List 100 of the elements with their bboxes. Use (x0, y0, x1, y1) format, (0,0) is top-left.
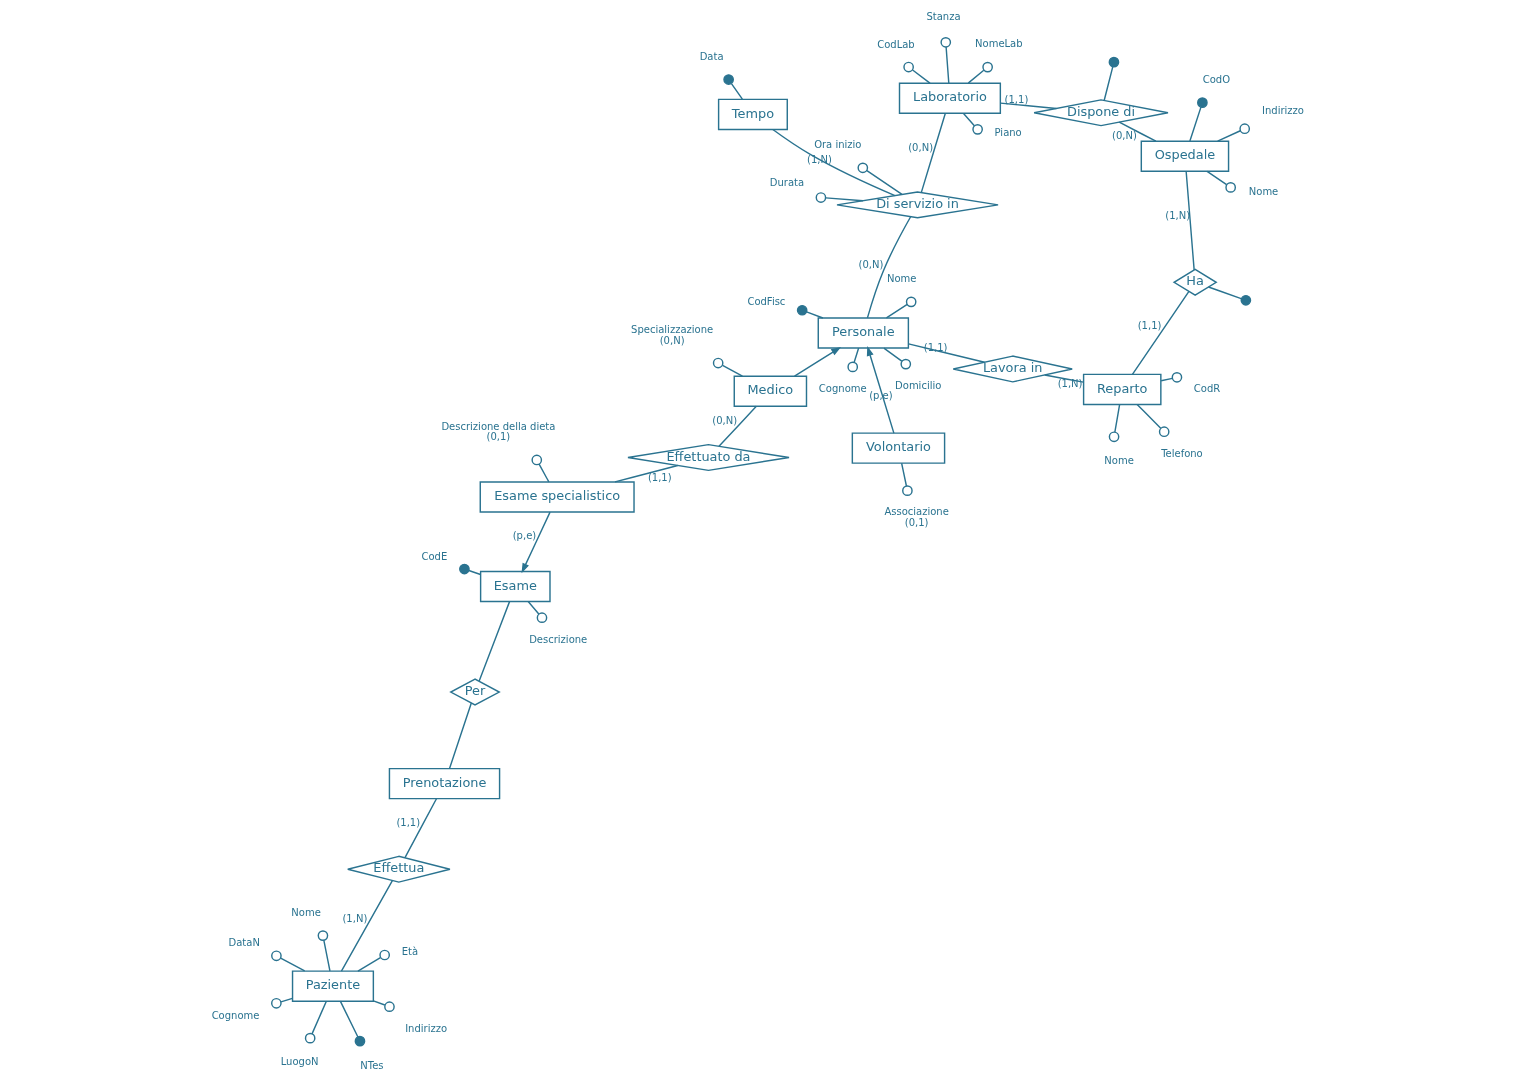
node-label: Età (401, 946, 419, 958)
connector (538, 463, 550, 483)
node-circle (304, 1032, 316, 1044)
connector (907, 343, 986, 363)
connector (962, 112, 976, 127)
connector (1189, 106, 1202, 142)
connector (1114, 403, 1121, 433)
connector (339, 1000, 359, 1038)
node-circle (271, 950, 282, 962)
node-circle (972, 124, 983, 135)
node-circle (384, 1001, 395, 1013)
node-label: Nome (886, 273, 917, 285)
connector (911, 69, 931, 84)
connector (478, 600, 511, 682)
connector (323, 939, 331, 972)
edge-label: (1,1) (396, 817, 421, 829)
connector (853, 347, 860, 363)
node-circle (712, 357, 724, 369)
node-circle (1158, 426, 1170, 438)
node-box: Prenotazione (388, 767, 501, 800)
node-dot (1240, 294, 1252, 306)
node-circle (905, 296, 917, 308)
edge-label: (1,1) (1137, 319, 1162, 331)
connector (1160, 377, 1174, 382)
edge-label: (1,N) (342, 913, 368, 925)
node-box: Reparto (1082, 373, 1162, 406)
node-label: Telefono (1161, 447, 1203, 459)
node-diamond: Di servizio in (836, 191, 999, 219)
arrow (521, 511, 551, 574)
edge-label: (1,1) (1004, 94, 1029, 106)
node-box: Medico (733, 375, 808, 407)
node-circle (815, 192, 827, 203)
node-label: Durata (769, 177, 805, 189)
node-dot (354, 1035, 366, 1047)
node-circle (536, 612, 548, 624)
connector (920, 112, 947, 194)
connector (945, 46, 950, 84)
connector (772, 128, 896, 197)
connector (340, 880, 394, 972)
node-box: Tempo (717, 98, 788, 131)
edge-label: (0,N) (908, 141, 934, 153)
node-label: LuogoN (280, 1055, 319, 1067)
node-circle (1108, 431, 1120, 443)
node-label: Data (699, 50, 724, 62)
node-circle (902, 485, 913, 496)
node-circle (900, 358, 912, 370)
node-circle (847, 361, 859, 373)
connector (614, 464, 679, 483)
arrow (793, 346, 842, 377)
node-diamond: Per (449, 678, 501, 706)
node-circle (940, 36, 952, 48)
node-label: Domicilio (895, 379, 942, 391)
node-circle (982, 61, 993, 73)
node-box: Esame specialistico (479, 481, 635, 513)
node-label: Ora inizio (814, 139, 862, 151)
connector (883, 347, 903, 362)
edge-label: (1,1) (647, 472, 672, 484)
node-label: Descrizione della dieta (441, 420, 556, 432)
node-label: CodR (1193, 383, 1221, 395)
node-diamond: Ha (1172, 268, 1218, 297)
node-circle (317, 930, 329, 941)
connector (1103, 66, 1114, 102)
connector (900, 462, 908, 487)
connector (280, 997, 294, 1003)
node-circle (1225, 182, 1237, 193)
node-circle (1239, 123, 1251, 135)
edge-label: (1,1) (923, 341, 948, 353)
connector (448, 702, 473, 770)
node-label: NTes (360, 1059, 384, 1071)
node-label: Associazione (884, 506, 949, 518)
connector (1131, 290, 1190, 376)
node-label: (0,1) (486, 431, 511, 443)
node-dot (723, 74, 734, 85)
node-label: Nome (291, 907, 321, 919)
node-label: Piano (994, 126, 1022, 138)
node-diamond: Dispone di (1033, 99, 1169, 127)
node-label: (0,1) (904, 517, 929, 529)
node-label: (0,N) (659, 334, 685, 346)
node-label: CodFisc (747, 296, 786, 308)
connector (1136, 403, 1162, 429)
node-circle (1171, 371, 1183, 383)
node-label: Descrizione (529, 633, 588, 645)
connector (1043, 374, 1085, 383)
connector (468, 569, 482, 576)
connector (279, 957, 306, 972)
node-dot (459, 563, 470, 575)
node-diamond: Effettua (347, 855, 451, 883)
edge-label: (0,N) (712, 415, 738, 426)
node-label: Nome (1248, 185, 1279, 197)
connector (885, 303, 908, 319)
node-circle (903, 61, 914, 73)
connector (718, 405, 758, 447)
node-label: Indirizzo (1262, 104, 1304, 116)
node-dot (796, 304, 808, 316)
connector (527, 600, 540, 615)
connector (357, 956, 382, 972)
connector (1216, 130, 1242, 142)
connector (1206, 170, 1228, 186)
node-circle (531, 454, 543, 466)
node-label: NomeLab (975, 37, 1023, 49)
